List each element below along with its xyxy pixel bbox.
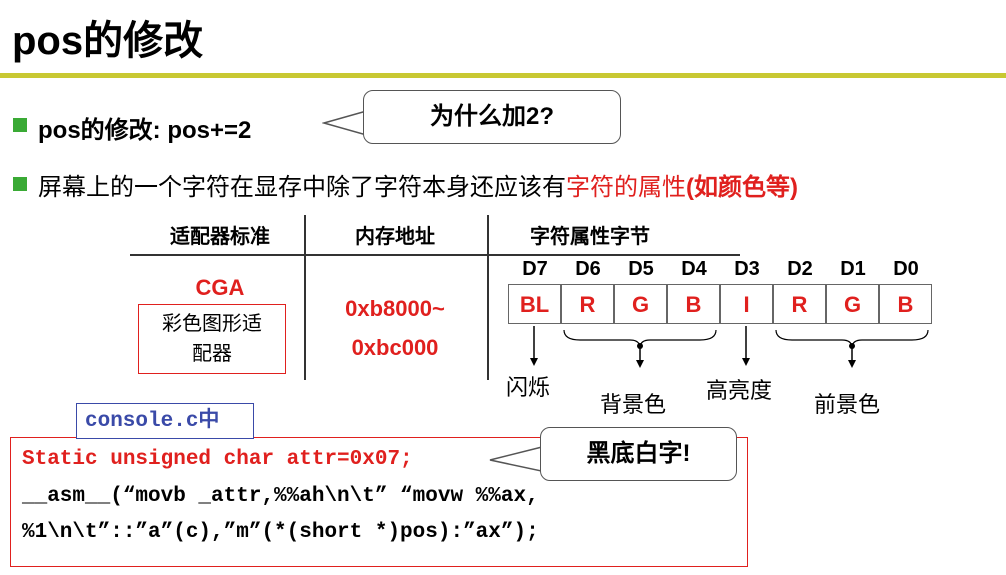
bit-label-d7: D7 (522, 258, 548, 280)
bit-cell-intensity: I (720, 284, 773, 324)
bit-cell-fg-red: R (773, 284, 826, 324)
code-line-2: __asm__(“movb _attr,%%ah\n\t” “movw %%ax… (22, 485, 539, 508)
bit-label-d1: D1 (840, 258, 866, 280)
code-file-tab: console.c中 (76, 403, 254, 439)
address-start: 0xb8000~ (345, 296, 445, 321)
label-blink: 闪烁 (506, 375, 551, 400)
bit-cell-fg-blue: B (879, 284, 932, 324)
address-end: 0xbc000 (351, 335, 439, 360)
adapter-description-box: 彩色图形适 配器 (138, 304, 286, 374)
bullet-marker (13, 118, 27, 132)
callout-black-bg-white-text: 黑底白字! (540, 427, 737, 481)
bullet1-text: pos的修改: pos+=2 (38, 117, 252, 144)
label-foreground: 前景色 (814, 392, 881, 417)
bit-cell-bg-green: G (614, 284, 667, 324)
bit-label-d3: D3 (734, 258, 760, 280)
code-block (10, 437, 748, 567)
adapter-name: CGA (195, 275, 245, 300)
adapter-desc-line1: 彩色图形适 (162, 313, 262, 335)
bit-label-d5: D5 (628, 258, 654, 280)
bullet2-highlight: 字符的属性 (566, 174, 686, 201)
bit-group-connectors (530, 326, 929, 368)
label-intensity: 高亮度 (706, 378, 773, 403)
header-adapter-standard: 适配器标准 (170, 226, 270, 248)
bullet2-main: 屏幕上的一个字符在显存中除了字符本身还应该有 (38, 174, 566, 201)
bullet-marker (13, 177, 27, 191)
table-header-rule (130, 254, 740, 256)
bit-cell-fg-green: G (826, 284, 879, 324)
code-line-3: %1\n\t”::”a”(c),”m”(*(short *)pos):”ax”)… (22, 521, 539, 544)
bit-cell-bg-red: R (561, 284, 614, 324)
title-underline (0, 73, 1006, 78)
code-callout-pointer (489, 445, 547, 473)
adapter-desc-line2: 配器 (192, 343, 232, 365)
header-memory-address: 内存地址 (355, 226, 435, 248)
bullet2-text: 屏幕上的一个字符在显存中除了字符本身还应该有字符的属性(如颜色等) (38, 167, 798, 202)
bit-cell-bg-blue: B (667, 284, 720, 324)
bit-label-d4: D4 (681, 258, 707, 280)
bit-label-d6: D6 (575, 258, 601, 280)
bit-label-d2: D2 (787, 258, 813, 280)
bit-cell-blink: BL (508, 284, 561, 324)
code-line-1: Static unsigned char attr=0x07; (22, 448, 413, 471)
bit-label-d0: D0 (893, 258, 919, 280)
table-col-divider (487, 215, 489, 380)
table-col-divider (304, 215, 306, 380)
bullet2-suffix: (如颜色等) (686, 174, 798, 201)
page-title: pos的修改 (12, 19, 204, 63)
header-attr-byte: 字符属性字节 (530, 226, 650, 248)
label-background: 背景色 (600, 392, 667, 417)
callout-why-add-2: 为什么加2? (363, 90, 621, 144)
